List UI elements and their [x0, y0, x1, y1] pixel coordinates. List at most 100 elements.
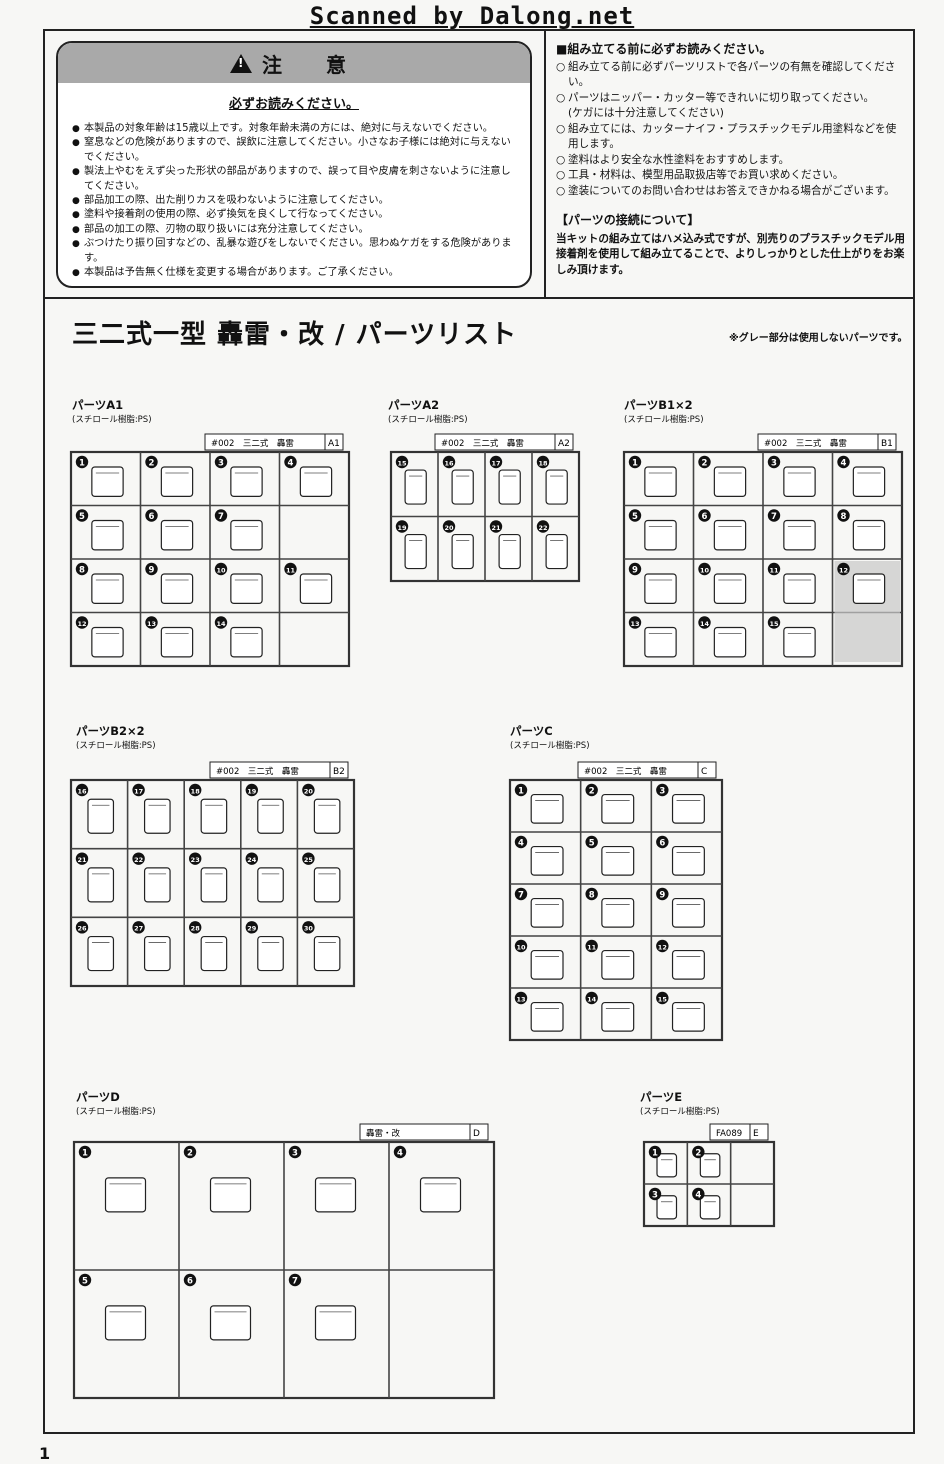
part-shape — [783, 573, 816, 605]
part-number: 17 — [491, 459, 500, 467]
part-shape — [230, 466, 263, 498]
part-shape — [601, 845, 635, 876]
part-number: 2 — [187, 1148, 193, 1158]
part-shape — [87, 798, 115, 834]
sprue-label: パーツC — [510, 724, 553, 738]
part-number-badge — [75, 616, 89, 629]
part-shape — [545, 533, 568, 570]
part-number-badge — [75, 852, 89, 865]
sprue-part: 19 — [395, 520, 427, 570]
sprue-part: 1 — [648, 1145, 678, 1178]
sprue-letter: C — [701, 767, 707, 777]
sprue-part: 1 — [75, 455, 124, 498]
part-shape — [644, 573, 677, 605]
sprue-label: パーツB2×2 — [76, 724, 145, 738]
part-number-badge — [284, 455, 297, 469]
divider-horizontal — [43, 297, 915, 299]
part-number-badge — [75, 783, 89, 797]
sprue-tag-text: #002 三二式 轟雷 — [764, 438, 847, 449]
part-number-badge — [78, 1145, 92, 1159]
sprue-part: 2 — [585, 783, 635, 824]
part-shape — [314, 1305, 357, 1341]
part-shape — [713, 626, 747, 658]
part-shape — [644, 626, 677, 658]
sprue-part: 25 — [302, 852, 341, 903]
part-number: 13 — [516, 995, 525, 1003]
part-number: 6 — [187, 1276, 193, 1286]
sprue-part: 5 — [628, 509, 677, 551]
sprue-part: 3 — [648, 1187, 678, 1220]
part-shape — [644, 466, 677, 498]
part-number: 14 — [216, 620, 226, 628]
part-number-badge — [837, 455, 850, 469]
before-assembly-item: 工具・材料は、模型用品取扱店等でお買い求めください。 — [556, 168, 906, 184]
part-number: 17 — [134, 787, 143, 795]
part-shape — [209, 1177, 252, 1213]
part-number: 12 — [839, 566, 848, 574]
sprue-part: 8 — [837, 509, 886, 551]
sprue-letter: E — [753, 1129, 759, 1139]
part-number: 29 — [247, 925, 257, 933]
sprue-part: 3 — [767, 455, 816, 498]
part-shape — [257, 798, 284, 834]
part-shape — [601, 1001, 635, 1032]
part-shape — [713, 519, 747, 551]
sprue-part: 4 — [514, 835, 564, 876]
part-number-badge — [183, 1145, 197, 1159]
sprue-part: 12 — [837, 562, 886, 605]
caution-item: 部品の加工の際、刃物の取り扱いには充分注意してください。 — [72, 223, 520, 238]
part-number-badge — [628, 616, 642, 629]
part-number-badge — [395, 455, 409, 469]
part-shape — [852, 519, 886, 551]
part-shape — [313, 798, 341, 834]
part-number: 9 — [659, 890, 665, 900]
sprue-d-caption: パーツD (スチロール樹脂:PS) — [76, 1089, 156, 1117]
material-label: (スチロール樹脂:PS) — [640, 1107, 720, 1117]
part-number: 5 — [79, 512, 85, 522]
part-number-badge — [514, 939, 528, 953]
sprue-part: 12 — [656, 939, 705, 980]
sprue-part: 2 — [183, 1145, 252, 1213]
part-number-badge — [514, 835, 528, 849]
sprue-part: 30 — [302, 921, 341, 972]
part-number: 5 — [632, 512, 638, 522]
part-shape — [783, 626, 816, 658]
part-number: 10 — [700, 566, 710, 574]
sprue-part: 27 — [132, 921, 171, 972]
part-shape — [713, 573, 747, 605]
part-number-badge — [78, 1273, 92, 1287]
part-number-badge — [245, 921, 258, 934]
part-shape — [230, 573, 263, 605]
part-shape — [160, 466, 194, 498]
part-number-badge — [536, 455, 550, 469]
part-number: 15 — [658, 995, 668, 1003]
part-number-badge — [288, 1273, 302, 1287]
sprue-label: パーツA2 — [388, 398, 440, 412]
part-shape — [143, 935, 171, 972]
part-number-badge — [288, 1145, 302, 1159]
sprue-part: 7 — [514, 887, 564, 928]
part-number-badge — [692, 1145, 705, 1159]
part-number-badge — [585, 887, 598, 901]
gray-parts-note: ※グレー部分は使用しないパーツです。 — [729, 333, 908, 344]
before-assembly-item: (ケガには十分注意してください) — [568, 107, 724, 119]
part-number: 11 — [286, 566, 296, 574]
part-shape — [783, 519, 816, 551]
part-shape — [87, 935, 115, 972]
part-number: 11 — [769, 566, 779, 574]
page-number: 1 — [39, 1444, 51, 1463]
part-number-badge — [75, 455, 89, 469]
part-number: 24 — [247, 856, 257, 864]
part-number: 7 — [218, 512, 224, 522]
caution-item: 塗料や接着剤の使用の際、必ず換気を良くして行なってください。 — [72, 208, 520, 223]
part-number-badge — [767, 616, 781, 629]
part-shape — [545, 469, 568, 505]
part-number: 5 — [82, 1276, 88, 1286]
part-number-badge — [214, 562, 228, 576]
part-number: 7 — [771, 512, 777, 522]
sprue-part: 5 — [78, 1273, 147, 1341]
